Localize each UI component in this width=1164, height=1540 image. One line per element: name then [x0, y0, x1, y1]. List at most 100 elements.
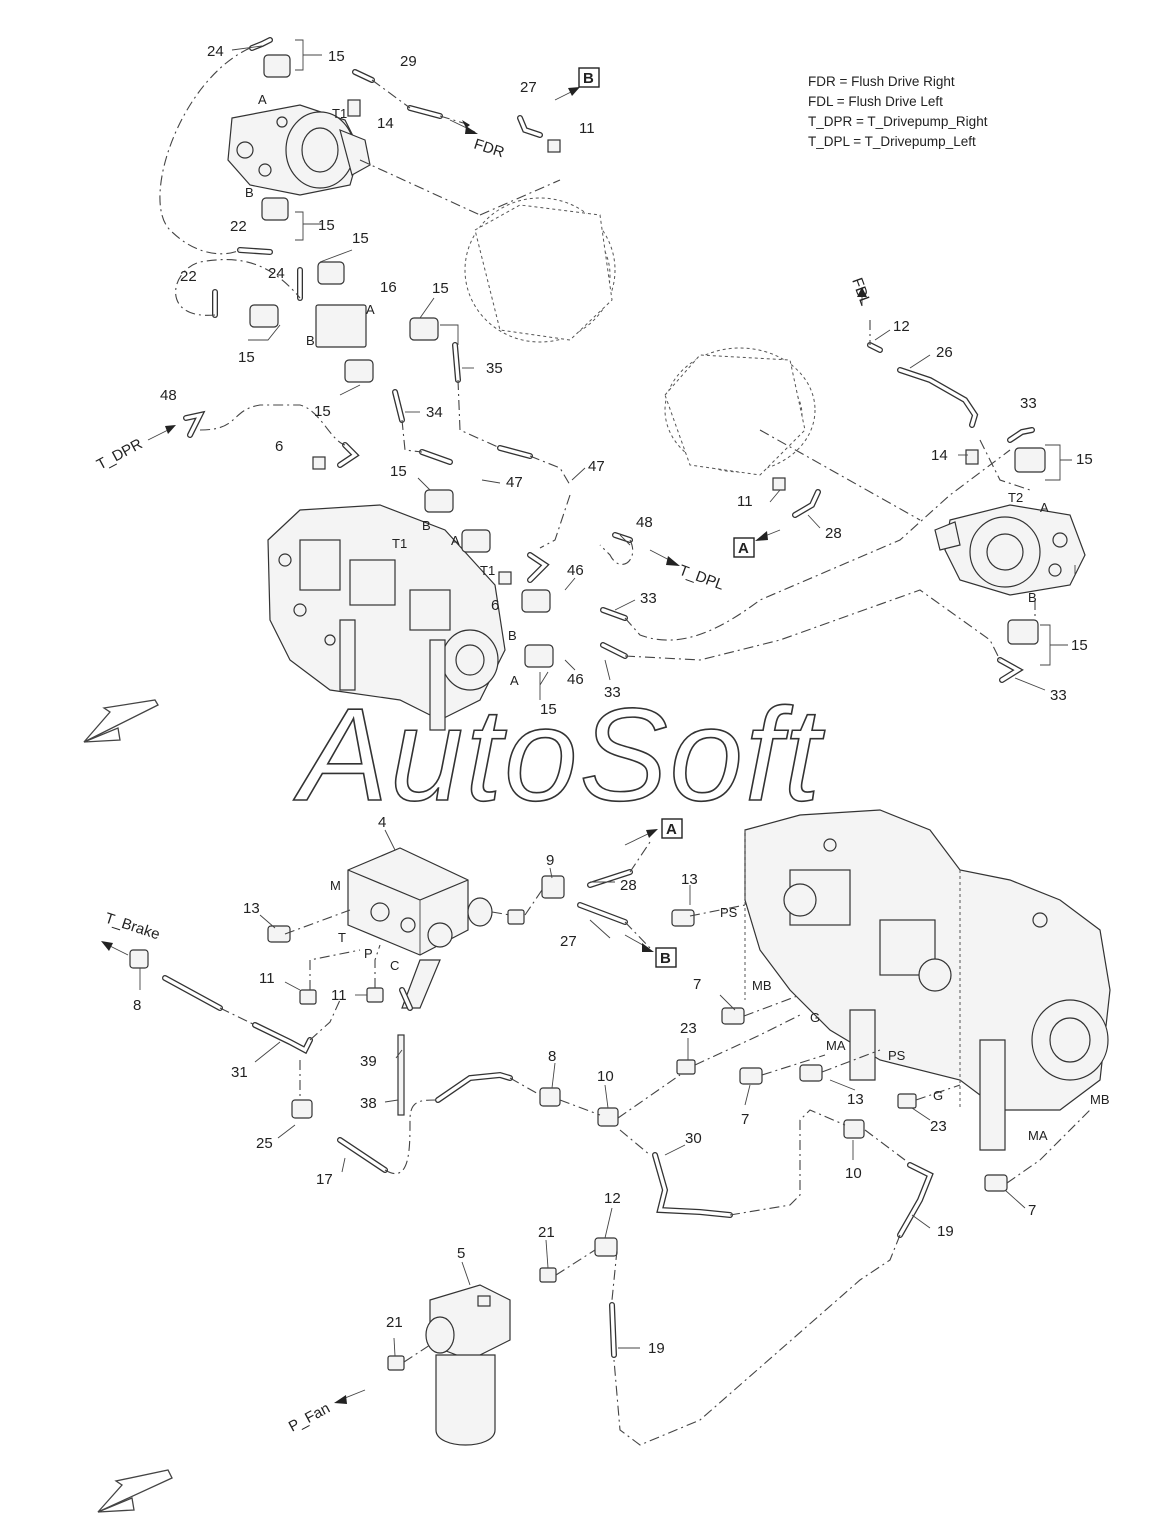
callout-48: 48	[160, 387, 177, 404]
callout-16: 16	[380, 279, 397, 296]
callout-7: 7	[741, 1111, 749, 1128]
port-t1: T1	[392, 536, 407, 551]
oil-filter	[425, 1284, 511, 1446]
callout-15: 15	[1071, 637, 1088, 654]
callout-46: 46	[567, 671, 584, 688]
port-ps: PS	[720, 905, 738, 920]
callout-13: 13	[847, 1091, 864, 1108]
callout-10: 10	[845, 1165, 862, 1182]
callout-19: 19	[937, 1223, 954, 1240]
callout-31: 31	[231, 1064, 248, 1081]
callout-28: 28	[825, 525, 842, 542]
port-m: M	[330, 878, 341, 893]
callout-22: 22	[230, 218, 247, 235]
callout-48: 48	[636, 514, 653, 531]
legend-line-fdr: FDR = Flush Drive Right	[808, 74, 955, 89]
hoses-lower	[162, 869, 934, 1358]
callout-23: 23	[930, 1118, 947, 1135]
callout-11: 11	[331, 987, 347, 1004]
watermark-text: AutoSoft	[293, 681, 826, 828]
callout-15: 15	[318, 217, 335, 234]
callout-29: 29	[400, 53, 417, 70]
port-letters: A B T1 A B B A T1 T1 B A T2 A B M T P C …	[245, 92, 1110, 1143]
port-t: T	[338, 930, 346, 945]
callout-8: 8	[133, 997, 141, 1014]
wheel-hub-left	[664, 347, 816, 476]
port-ma: MA	[826, 1038, 846, 1053]
direction-arrows-lower	[101, 829, 658, 1404]
boxed-ref-a-low: A	[666, 821, 677, 838]
callout-19: 19	[648, 1340, 665, 1357]
fittings-lower	[129, 875, 1008, 1371]
callout-11: 11	[737, 493, 753, 510]
port-b: B	[306, 333, 315, 348]
port-mb: MB	[752, 978, 772, 993]
callout-21: 21	[386, 1314, 403, 1331]
callout-23: 23	[680, 1020, 697, 1037]
callout-26: 26	[936, 344, 953, 361]
port-b: B	[422, 518, 431, 533]
routing-lines-lower	[219, 841, 1091, 1446]
callout-15: 15	[314, 403, 331, 420]
callout-14: 14	[931, 447, 948, 464]
callout-14: 14	[377, 115, 394, 132]
callout-9: 9	[546, 852, 554, 869]
port-ref-t-dpr: T_DPR	[94, 435, 146, 473]
port-t1: T1	[480, 563, 495, 578]
callout-30: 30	[685, 1130, 702, 1147]
callout-35: 35	[486, 360, 503, 377]
legend-line-fdl: FDL = Flush Drive Left	[808, 94, 943, 109]
port-a: A	[258, 92, 267, 107]
drive-motor-right	[227, 104, 371, 196]
callout-numbers: 24 15 29 27 11 14 22 15 24 15 22 15 16 1…	[133, 43, 1093, 1357]
port-b: B	[1028, 590, 1037, 605]
port-ref-t-dpl: T_DPL	[677, 562, 727, 594]
callout-15: 15	[1076, 451, 1093, 468]
callout-15: 15	[432, 280, 449, 297]
callout-7: 7	[693, 976, 701, 993]
callout-13: 13	[243, 900, 260, 917]
callout-15: 15	[390, 463, 407, 480]
callout-13: 13	[681, 871, 698, 888]
callout-33: 33	[1020, 395, 1037, 412]
callout-15: 15	[540, 701, 557, 718]
port-a: A	[451, 533, 460, 548]
callout-15: 15	[328, 48, 345, 65]
port-a: A	[366, 302, 375, 317]
port-t2: T2	[1008, 490, 1023, 505]
hoses-upper	[183, 37, 1035, 683]
callout-21: 21	[538, 1224, 555, 1241]
callout-28: 28	[620, 877, 637, 894]
callout-27: 27	[520, 79, 537, 96]
drive-pump-upper	[267, 504, 506, 731]
port-c: C	[390, 958, 399, 973]
port-ref-t-brake: T_Brake	[103, 910, 162, 944]
callout-5: 5	[457, 1245, 465, 1262]
callout-11: 11	[579, 120, 595, 137]
callout-47: 47	[506, 474, 523, 491]
callout-33: 33	[1050, 687, 1067, 704]
port-a: A	[1040, 500, 1049, 515]
callout-4: 4	[378, 814, 386, 831]
callout-39: 39	[360, 1053, 377, 1070]
boxed-ref-a-mid: A	[738, 540, 749, 557]
port-ps: PS	[888, 1048, 906, 1063]
port-mb: MB	[1090, 1092, 1110, 1107]
port-ref-p-fan: P_Fan	[286, 1400, 333, 1436]
callout-6: 6	[491, 597, 499, 614]
callout-7: 7	[1028, 1202, 1036, 1219]
callout-15: 15	[238, 349, 255, 366]
port-ref-fdl: FDL	[848, 276, 874, 308]
callout-22: 22	[180, 268, 197, 285]
orientation-arrow-lower	[97, 1469, 173, 1513]
callout-47: 47	[588, 458, 605, 475]
callout-33: 33	[604, 684, 621, 701]
callout-38: 38	[360, 1095, 377, 1112]
callout-11: 11	[259, 970, 275, 987]
port-ma: MA	[1028, 1128, 1048, 1143]
boxed-references: B A A B	[578, 67, 755, 968]
callout-10: 10	[597, 1068, 614, 1085]
port-ref-fdr: FDR	[472, 136, 507, 162]
